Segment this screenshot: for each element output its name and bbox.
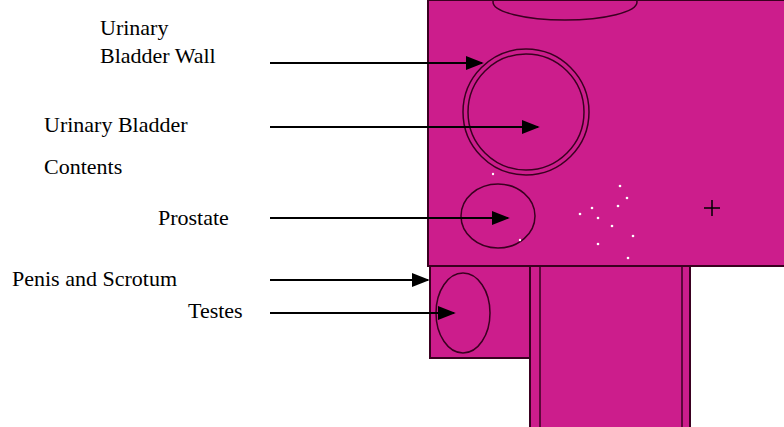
leg-outline xyxy=(539,266,541,427)
bone-dots xyxy=(492,173,635,260)
leader-arrow xyxy=(270,279,428,281)
part-label: Prostate xyxy=(158,204,229,232)
leader-arrow xyxy=(270,126,538,128)
leader-arrow xyxy=(270,217,508,219)
part-label: Urinary Bladder Contents xyxy=(44,104,244,188)
part-label: Penis and Scrotum xyxy=(12,265,177,293)
leader-arrow xyxy=(270,312,454,314)
colon-outline xyxy=(493,0,637,20)
leg-outline xyxy=(681,266,683,427)
bladder-contents xyxy=(468,54,584,170)
trunk-region xyxy=(428,0,784,266)
prostate-outline xyxy=(461,184,535,248)
leader-arrow xyxy=(270,62,482,64)
leg-region xyxy=(530,266,690,427)
crosshair xyxy=(711,200,713,216)
bladder-wall xyxy=(463,49,589,175)
part-label: Testes xyxy=(188,297,243,325)
part-label: Urinary Bladder Wall xyxy=(100,14,240,70)
